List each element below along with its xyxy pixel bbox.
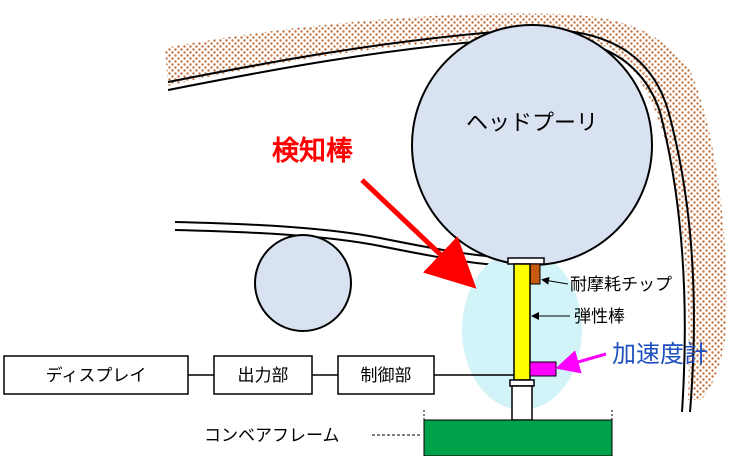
control-unit-label: 制御部 xyxy=(361,366,412,386)
display-label: ディスプレイ xyxy=(46,365,147,386)
head-pulley-label: ヘッドプーリ xyxy=(466,111,598,136)
detection-rod-arrow xyxy=(360,178,477,289)
accelerometer-label: 加速度計 xyxy=(612,340,708,368)
wear-tip-label: 耐摩耗チップ xyxy=(570,275,672,295)
idler-pulley xyxy=(254,234,352,332)
wear-tip xyxy=(529,263,541,285)
display-box xyxy=(3,355,189,395)
elastic-rod xyxy=(513,263,531,381)
upper-belt-outer xyxy=(167,28,695,413)
head-pulley xyxy=(411,24,653,266)
control-unit-box xyxy=(337,355,435,395)
rod-base xyxy=(511,385,533,421)
conveyed-material xyxy=(165,13,727,401)
wear-tip-leader xyxy=(541,276,569,285)
rod-base-collar xyxy=(509,379,535,387)
conveyor-frame xyxy=(423,419,613,456)
output-unit-box xyxy=(213,355,313,395)
detection-rod-label: 検知棒 xyxy=(272,136,354,167)
accelerometer-sensor xyxy=(529,361,557,377)
rod-mount-plate xyxy=(507,257,545,265)
elastic-rod-label: 弾性棒 xyxy=(574,307,625,327)
conveyor-frame-label: コンベアフレーム xyxy=(204,426,340,446)
output-unit-label: 出力部 xyxy=(238,366,289,386)
accelerometer-arrow xyxy=(555,350,607,374)
